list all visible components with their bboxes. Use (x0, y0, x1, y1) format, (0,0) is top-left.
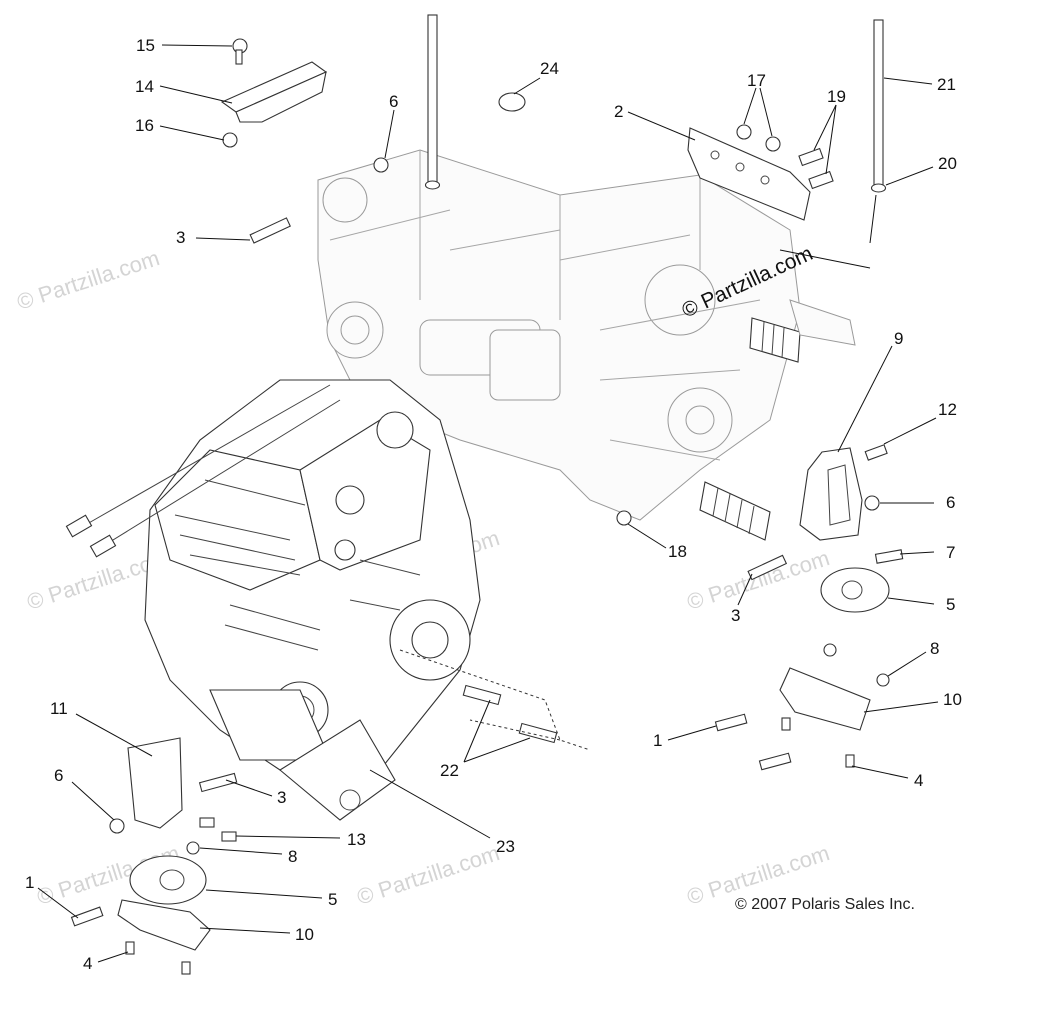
callout-1: 1 (25, 873, 34, 892)
callout-8: 8 (288, 847, 297, 866)
callout-17: 17 (747, 71, 766, 90)
callout-1: 1 (653, 731, 662, 750)
watermark-text: © Partzilla.com (354, 840, 503, 910)
callout-4: 4 (83, 954, 92, 973)
callout-16: 16 (135, 116, 154, 135)
callout-14: 14 (135, 77, 154, 96)
callout-6: 6 (389, 92, 398, 111)
callout-6: 6 (946, 493, 955, 512)
callout-8: 8 (930, 639, 939, 658)
callout-20: 20 (938, 154, 957, 173)
callout-23: 23 (496, 837, 515, 856)
callout-15: 15 (136, 36, 155, 55)
callout-labels: 15 14 16 6 24 2 17 19 21 20 3 9 12 6 7 1… (25, 36, 962, 973)
leader-lines (37, 44, 939, 963)
callout-18: 18 (668, 542, 687, 561)
callout-21: 21 (937, 75, 956, 94)
watermark-text: © Partzilla.com (684, 545, 833, 615)
callout-2: 2 (614, 102, 623, 121)
engine-assembly (65, 379, 481, 821)
callout-5: 5 (946, 595, 955, 614)
copyright-text: © 2007 Polaris Sales Inc. (735, 896, 915, 913)
callout-6: 6 (54, 766, 63, 785)
loose-parts (70, 14, 904, 975)
callout-3: 3 (731, 606, 740, 625)
callout-10: 10 (295, 925, 314, 944)
callout-3: 3 (176, 228, 185, 247)
callout-19: 19 (827, 87, 846, 106)
callout-9: 9 (894, 329, 903, 348)
callout-7: 7 (946, 543, 955, 562)
rod (427, 14, 438, 186)
callout-10: 10 (943, 690, 962, 709)
watermark-text: © Partzilla.com (14, 245, 163, 315)
callout-24: 24 (540, 59, 559, 78)
callout-3: 3 (277, 788, 286, 807)
callout-4: 4 (914, 771, 923, 790)
callout-13: 13 (347, 830, 366, 849)
rod (873, 19, 884, 191)
callout-12: 12 (938, 400, 957, 419)
callout-22: 22 (440, 761, 459, 780)
callout-5: 5 (328, 890, 337, 909)
callout-11: 11 (50, 699, 68, 718)
